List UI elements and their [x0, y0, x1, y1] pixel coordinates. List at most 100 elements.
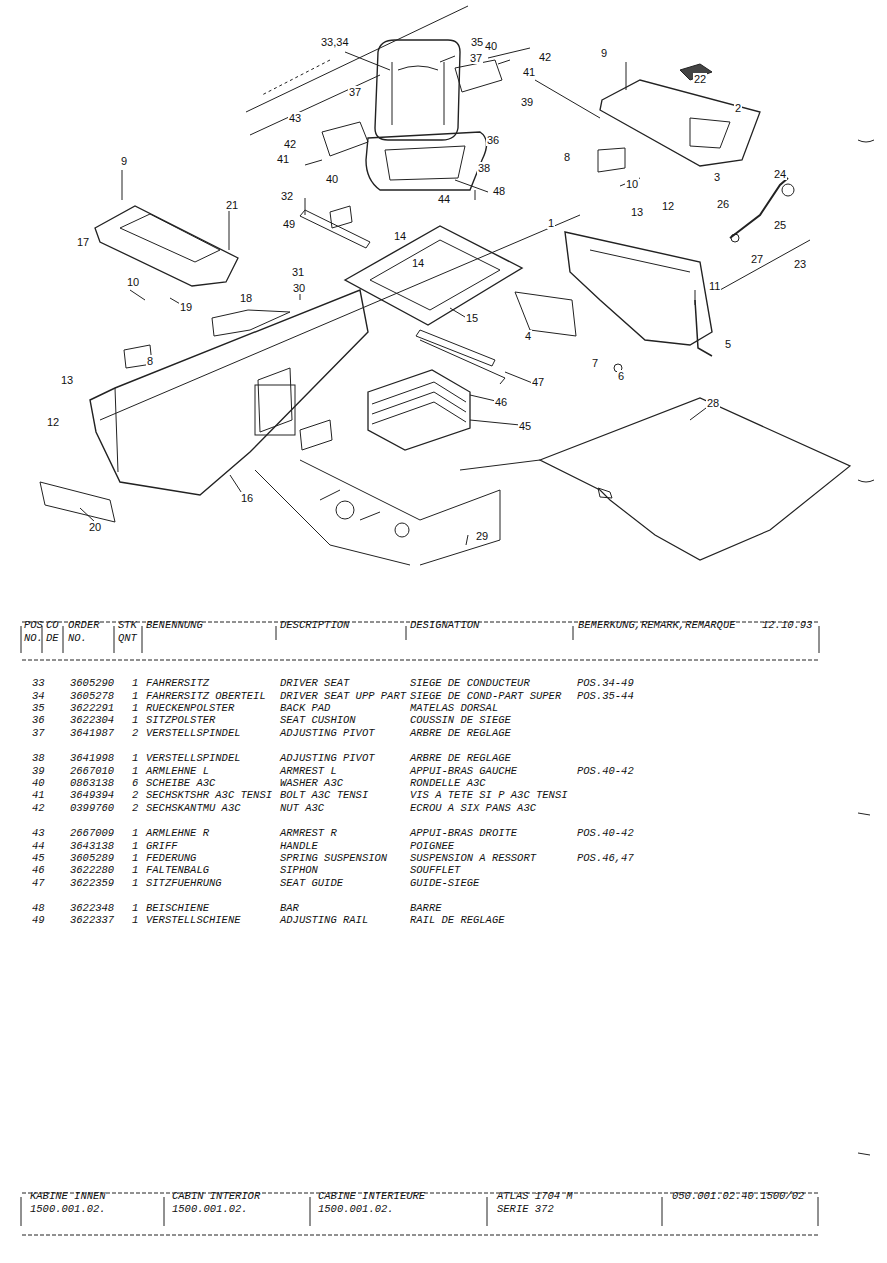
callout-number: 39	[520, 96, 534, 108]
table-header: QNT	[118, 633, 137, 645]
english-description: ADJUSTING RAIL	[280, 915, 368, 927]
order-number: 3622280	[70, 865, 114, 877]
french-designation: BARRE	[410, 903, 442, 915]
order-number: 3605289	[70, 853, 114, 865]
german-name: ARMLEHNE R	[146, 828, 209, 840]
table-header: BEMERKUNG,REMARK,REMARQUE	[578, 620, 736, 632]
german-name: SITZPOLSTER	[146, 715, 215, 727]
callout-number: 37	[469, 52, 483, 64]
quantity: 1	[132, 865, 138, 877]
order-number: 2667010	[70, 766, 114, 778]
callout-number: 23	[793, 258, 807, 270]
pos-number: 40	[32, 778, 45, 790]
table-header: ORDER	[68, 620, 100, 632]
callout-number: 37	[348, 86, 362, 98]
french-designation: ARBRE DE REGLAGE	[410, 753, 511, 765]
callout-number: 6	[617, 370, 625, 382]
remark: POS.40-42	[577, 828, 634, 840]
order-number: 0863138	[70, 778, 114, 790]
callout-number: 10	[625, 178, 639, 190]
callout-number: 17	[76, 236, 90, 248]
german-name: RUECKENPOLSTER	[146, 703, 234, 715]
french-designation: SOUFFLET	[410, 865, 460, 877]
order-number: 3622291	[70, 703, 114, 715]
german-name: VERSTELLSCHIENE	[146, 915, 241, 927]
order-number: 3649394	[70, 790, 114, 802]
french-designation: SIEGE DE COND-PART SUPER	[410, 691, 561, 703]
german-name: VERSTELLSPINDEL	[146, 753, 241, 765]
english-description: DRIVER SEAT	[280, 678, 349, 690]
german-name: FALTENBALG	[146, 865, 209, 877]
french-designation: RAIL DE REGLAGE	[410, 915, 505, 927]
pos-number: 41	[32, 790, 45, 802]
callout-number: 18	[239, 292, 253, 304]
callout-number: 40	[484, 40, 498, 52]
callout-number: 13	[60, 374, 74, 386]
callout-number: 48	[492, 185, 506, 197]
callout-number: 31	[291, 266, 305, 278]
callout-number: 4	[524, 330, 532, 342]
footer-cell: CABIN INTERIOR	[172, 1191, 260, 1203]
remark: POS.35-44	[577, 691, 634, 703]
english-description: HANDLE	[280, 841, 318, 853]
english-description: ADJUSTING PIVOT	[280, 753, 375, 765]
pos-number: 36	[32, 715, 45, 727]
pos-number: 44	[32, 841, 45, 853]
remark: POS.46,47	[577, 853, 634, 865]
english-description: SPRING SUSPENSION	[280, 853, 387, 865]
french-designation: RONDELLE A3C	[410, 778, 486, 790]
callout-number: 15	[465, 312, 479, 324]
callout-number: 14	[393, 230, 407, 242]
pos-number: 35	[32, 703, 45, 715]
pos-number: 47	[32, 878, 45, 890]
pos-number: 38	[32, 753, 45, 765]
quantity: 1	[132, 766, 138, 778]
order-number: 3641998	[70, 753, 114, 765]
german-name: FEDERUNG	[146, 853, 196, 865]
french-designation: APPUI-BRAS GAUCHE	[410, 766, 517, 778]
footer-cell: 1500.001.02.	[172, 1204, 248, 1216]
footer-cell: KABINE INNEN	[30, 1191, 106, 1203]
quantity: 1	[132, 678, 138, 690]
callout-number: 46	[494, 396, 508, 408]
footer-cell: SERIE 372	[497, 1204, 554, 1216]
callout-number: 30	[292, 282, 306, 294]
callout-number: 10	[126, 276, 140, 288]
english-description: BOLT A3C TENSI	[280, 790, 368, 802]
callout-number: 12	[46, 416, 60, 428]
english-description: ARMREST L	[280, 766, 337, 778]
callout-number: 33,34	[320, 36, 350, 48]
callout-number: 7	[591, 357, 599, 369]
quantity: 1	[132, 828, 138, 840]
english-description: SIPHON	[280, 865, 318, 877]
order-number: 2667009	[70, 828, 114, 840]
footer-cell: 050.001.02.40.1500/02	[672, 1191, 804, 1203]
french-designation: SIEGE DE CONDUCTEUR	[410, 678, 530, 690]
callout-number: 13	[630, 206, 644, 218]
callout-number: 21	[225, 199, 239, 211]
quantity: 1	[132, 878, 138, 890]
quantity: 2	[132, 790, 138, 802]
callout-number: 16	[240, 492, 254, 504]
remark: POS.34-49	[577, 678, 634, 690]
callout-number: 3	[713, 171, 721, 183]
order-number: 3643138	[70, 841, 114, 853]
german-name: SECHSKTSHR A3C TENSI	[146, 790, 272, 802]
german-name: BEISCHIENE	[146, 903, 209, 915]
german-name: SECHSKANTMU A3C	[146, 803, 241, 815]
german-name: FAHRERSITZ OBERTEIL	[146, 691, 266, 703]
order-number: 3622337	[70, 915, 114, 927]
pos-number: 33	[32, 678, 45, 690]
callout-number: 12	[661, 200, 675, 212]
french-designation: MATELAS DORSAL	[410, 703, 498, 715]
pos-number: 46	[32, 865, 45, 877]
french-designation: ECROU A SIX PANS A3C	[410, 803, 536, 815]
callout-number: 5	[724, 338, 732, 350]
french-designation: SUSPENSION A RESSORT	[410, 853, 536, 865]
french-designation: VIS A TETE SI P A3C TENSI	[410, 790, 568, 802]
callout-number: 43	[288, 112, 302, 124]
quantity: 1	[132, 691, 138, 703]
order-number: 3605278	[70, 691, 114, 703]
callout-number: 9	[120, 155, 128, 167]
